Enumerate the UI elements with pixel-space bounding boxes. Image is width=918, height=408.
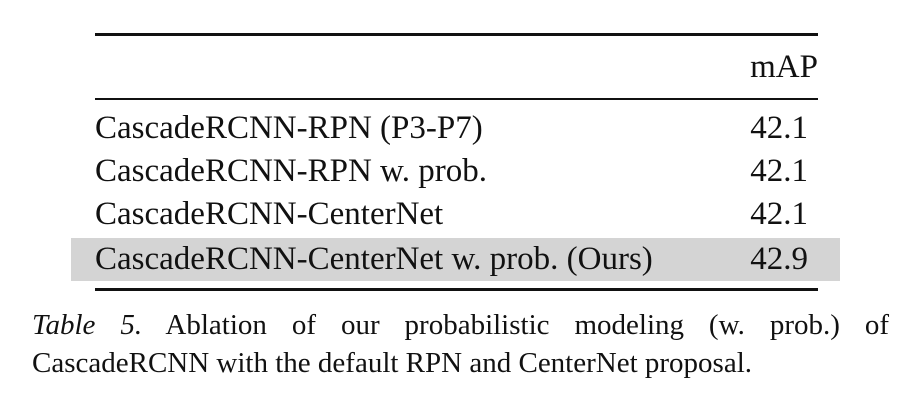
row-map-cell: 42.1: [750, 196, 808, 232]
row-method-cell: CascadeRCNN-CenterNet w. prob. (Ours): [95, 241, 653, 277]
table-bottom-rule: [95, 288, 818, 291]
row-method-cell: CascadeRCNN-CenterNet: [95, 196, 444, 232]
caption-text-1: Ablation of our probabilistic modeling (…: [142, 309, 889, 341]
caption-label: Table 5.: [32, 309, 143, 341]
row-map-cell: 42.1: [750, 110, 808, 146]
table-header-row: mAP: [95, 36, 818, 98]
table-top-rule: [95, 33, 818, 36]
ablation-table: mAP CascadeRCNN-RPN (P3-P7) 42.1 Cascade…: [71, 33, 840, 291]
table-row: CascadeRCNN-RPN w. prob. 42.1: [95, 150, 818, 193]
table-row: CascadeRCNN-RPN (P3-P7) 42.1: [95, 107, 818, 150]
table-caption: Table 5. Ablation of our probabilistic m…: [32, 306, 889, 382]
caption-line-1: Table 5. Ablation of our probabilistic m…: [32, 306, 889, 344]
row-method-cell: CascadeRCNN-RPN w. prob.: [95, 153, 487, 189]
table-body: CascadeRCNN-RPN (P3-P7) 42.1 CascadeRCNN…: [71, 100, 840, 288]
row-method-cell: CascadeRCNN-RPN (P3-P7): [95, 110, 483, 146]
column-header-map: mAP: [750, 48, 818, 85]
table-row-highlighted: CascadeRCNN-CenterNet w. prob. (Ours) 42…: [71, 238, 840, 281]
row-map-cell: 42.9: [750, 241, 808, 277]
caption-line-2: CascadeRCNN with the default RPN and Cen…: [32, 347, 753, 379]
table-row: CascadeRCNN-CenterNet 42.1: [95, 193, 818, 236]
table-header-rule: [95, 98, 818, 100]
row-map-cell: 42.1: [750, 153, 808, 189]
